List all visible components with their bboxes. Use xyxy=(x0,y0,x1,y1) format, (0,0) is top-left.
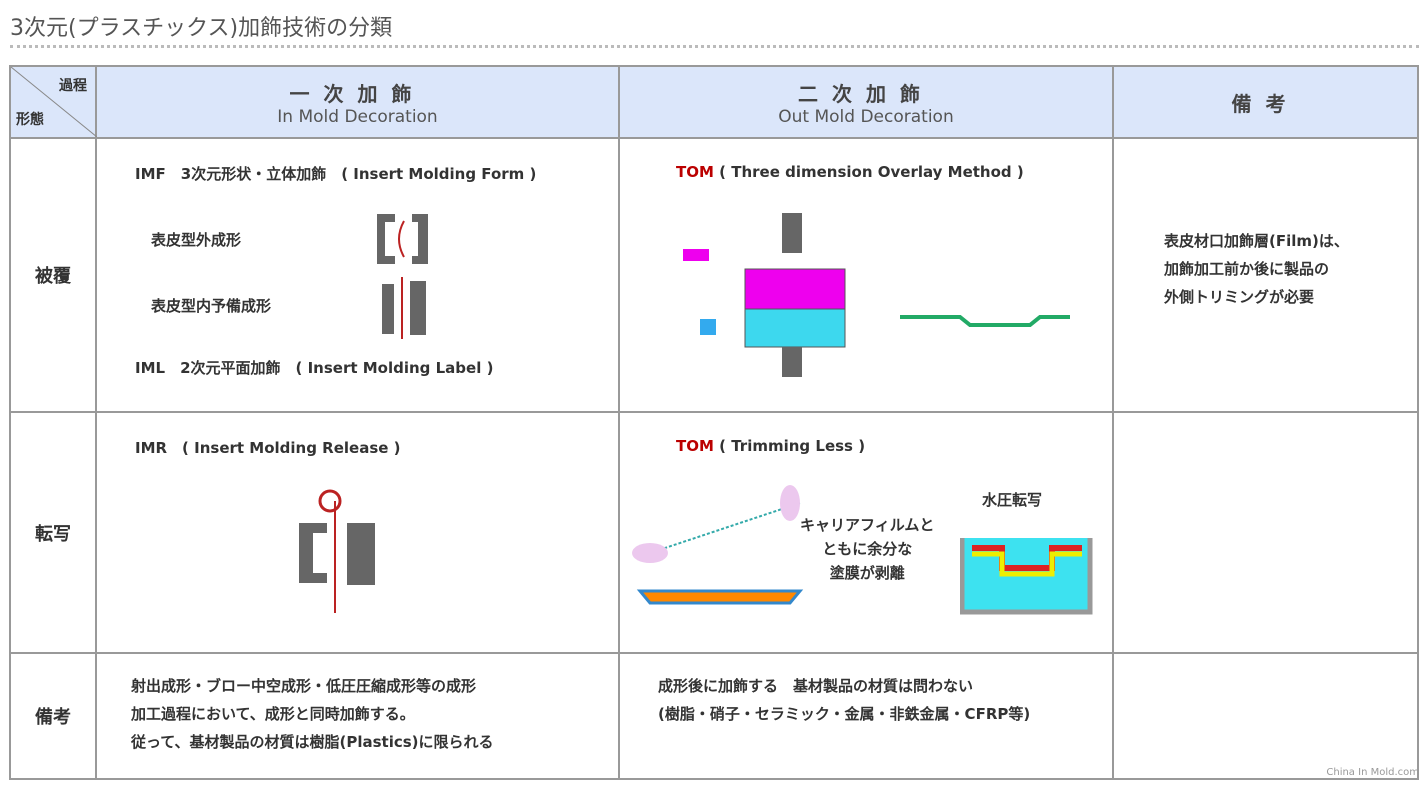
cell-cover-remarks: 表皮材口加飾層(Film)は、 加飾加工前か後に製品の 外側トリミングが必要 xyxy=(1112,137,1419,413)
process-label: 過程 xyxy=(59,78,87,94)
col1-jp: 一次加飾 xyxy=(289,81,426,106)
page-title: 3次元(プラスチックス)加飾技術の分類 xyxy=(10,16,393,41)
row-label-cover: 被覆 xyxy=(9,137,97,413)
form-label: 形態 xyxy=(16,112,44,128)
cover-note-line: 表皮材口加飾層(Film)は、 xyxy=(1164,232,1349,250)
col1-en: In Mold Decoration xyxy=(277,106,438,127)
cell-remarks-empty xyxy=(1112,652,1419,780)
imr-title: IMR ( Insert Molding Release ) xyxy=(135,439,401,457)
tom-desc: ( Three dimension Overlay Method ) xyxy=(713,163,1024,181)
imf-title: IMF 3次元形状・立体加飾 ( Insert Molding Form ) xyxy=(135,165,537,183)
col2-jp: 二次加飾 xyxy=(798,81,934,106)
watermark: China In Mold.com xyxy=(1326,767,1419,778)
cover-note-line: 外側トリミングが必要 xyxy=(1164,288,1315,306)
row-label-transfer: 転写 xyxy=(9,411,97,654)
remark-line: 加工過程において、成形と同時加飾する。 xyxy=(131,705,415,723)
carrier-line: ともに余分な xyxy=(822,540,913,558)
carrier-line: キャリアフィルムと xyxy=(800,516,935,534)
cell-imf: IMF 3次元形状・立体加飾 ( Insert Molding Form ) 表… xyxy=(95,137,620,413)
tom-label: TOM xyxy=(676,437,714,455)
divider xyxy=(10,45,1419,48)
col3-title: 備考 xyxy=(1231,91,1300,116)
iml-title: IML 2次元平面加飾 ( Insert Molding Label ) xyxy=(135,359,494,377)
cover-note-line: 加飾加工前か後に製品の xyxy=(1164,260,1330,278)
cell-remarks-in-mold: 射出成形・ブロー中空成形・低圧圧縮成形等の成形 加工過程において、成形と同時加飾… xyxy=(95,652,620,780)
header-remarks: 備考 xyxy=(1112,65,1419,139)
cell-tom-overlay: TOM ( Three dimension Overlay Method ) xyxy=(618,137,1114,413)
tom-title: TOM ( Three dimension Overlay Method ) xyxy=(676,163,1024,181)
tom-machine-diagram-icon xyxy=(683,213,1070,377)
cell-tom-trimless: TOM ( Trimming Less ) キャリアフィルムと ともに余分な 塗… xyxy=(618,411,1114,654)
mold-diagram-icon xyxy=(377,214,428,339)
cell-transfer-remarks xyxy=(1112,411,1419,654)
remark-line: 従って、基材製品の材質は樹脂(Plastics)に限られる xyxy=(131,733,494,751)
tom-trim-title: TOM ( Trimming Less ) xyxy=(676,437,865,455)
trimless-diagram-icon xyxy=(632,485,804,605)
water-transfer-diagram-icon xyxy=(960,538,1093,615)
cell-remarks-out-mold: 成形後に加飾する 基材製品の材質は問わない (樹脂・硝子・セラミック・金属・非鉄… xyxy=(618,652,1114,780)
row-label-remarks: 備考 xyxy=(9,652,97,780)
imf-a: 表皮型外成形 xyxy=(151,231,242,249)
imf-b: 表皮型内予備成形 xyxy=(151,297,272,315)
remark-line: 成形後に加飾する 基材製品の材質は問わない xyxy=(658,677,974,695)
remark-line: 射出成形・ブロー中空成形・低圧圧縮成形等の成形 xyxy=(131,677,477,695)
imr-diagram-icon xyxy=(299,489,375,613)
water-transfer-label: 水圧転写 xyxy=(982,491,1043,509)
carrier-line: 塗膜が剥離 xyxy=(829,564,905,582)
corner-header: 過程 形態 xyxy=(9,65,97,139)
remark-line: (樹脂・硝子・セラミック・金属・非鉄金属・CFRP等) xyxy=(658,705,1031,723)
tom-trim-desc: ( Trimming Less ) xyxy=(713,437,866,455)
cell-imr: IMR ( Insert Molding Release ) xyxy=(95,411,620,654)
tom-label: TOM xyxy=(676,163,714,181)
col2-en: Out Mold Decoration xyxy=(778,106,954,127)
